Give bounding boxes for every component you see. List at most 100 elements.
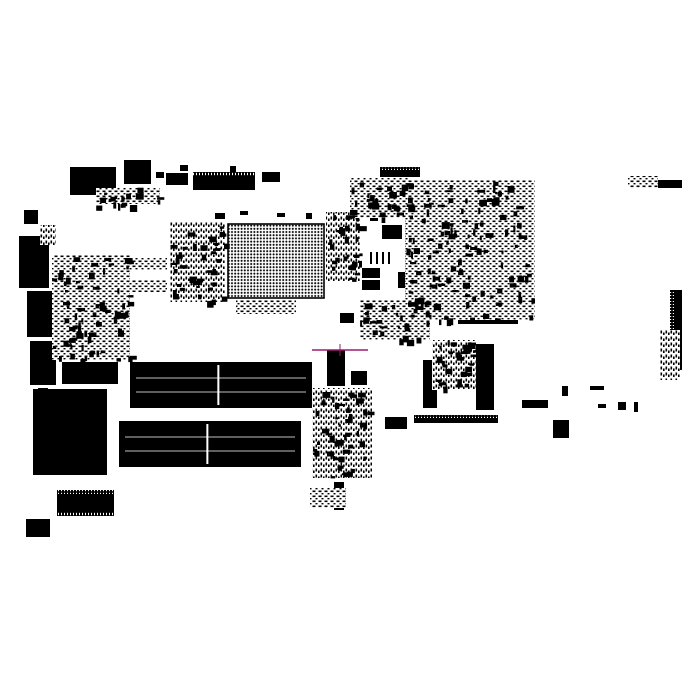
smd-part-r1-70 [416, 271, 422, 276]
smd-part-r5-15 [363, 320, 370, 324]
smd-part-r6-7 [448, 351, 454, 355]
smd-part-r0-45 [76, 331, 82, 337]
ic-small-14 [26, 519, 50, 537]
smd-part-r8-5 [126, 193, 131, 200]
smd-part-r1-119 [485, 233, 493, 237]
smd-part-r2-11 [343, 256, 348, 261]
cpu-bga-package [228, 224, 324, 298]
smd-part-r3-31 [200, 245, 208, 251]
smd-part-r7-5 [381, 217, 386, 223]
smd-part-r4-39 [359, 422, 368, 428]
smd-part-r4-43 [339, 465, 344, 469]
smd-part-r1-112 [466, 302, 470, 309]
cluster-smd-strip-2 [127, 280, 167, 292]
smd-part-r7-3 [401, 184, 409, 192]
smd-part-r5-16 [408, 302, 416, 307]
smd-part-r4-32 [337, 465, 341, 470]
smd-part-r1-99 [409, 215, 413, 220]
smd-part-r1-109 [408, 291, 414, 294]
smd-part-r4-30 [314, 450, 320, 457]
smd-part-r1-45 [410, 251, 413, 259]
smd-part-r1-117 [424, 190, 430, 195]
ic-small-2 [522, 400, 548, 408]
small-component-6 [215, 213, 225, 219]
smd-part-r4-41 [357, 399, 360, 406]
smd-part-r4-1 [315, 411, 320, 417]
smd-part-r8-1 [108, 198, 116, 202]
smd-part-r1-68 [427, 238, 434, 241]
smd-part-r8-7 [129, 205, 138, 212]
smd-part-r1-111 [433, 303, 441, 311]
smd-part-r0-34 [64, 281, 67, 287]
small-component-7 [240, 211, 248, 215]
ic-small-8 [362, 280, 380, 290]
smd-part-r0-11 [58, 274, 64, 281]
ic-u2 [124, 160, 151, 184]
smd-part-r1-25 [493, 197, 500, 204]
smd-part-r1-116 [424, 301, 428, 308]
smd-part-r0-55 [100, 350, 106, 354]
smd-part-r0-18 [87, 336, 92, 344]
smd-part-r1-81 [474, 223, 479, 230]
smd-part-r1-24 [452, 290, 459, 293]
smd-part-r1-71 [449, 223, 454, 227]
connector-left-strip [62, 362, 118, 384]
smd-part-r5-5 [416, 337, 422, 344]
smd-part-r1-91 [478, 207, 481, 214]
smd-part-r1-9 [437, 204, 445, 208]
smd-part-r8-15 [118, 204, 121, 211]
smd-part-r1-56 [414, 298, 423, 304]
connector-top-1-pins [193, 172, 255, 176]
smd-part-r6-12 [451, 342, 457, 347]
smd-part-r2-29 [347, 215, 355, 219]
smd-part-r1-97 [486, 198, 493, 202]
connector-top-2 [380, 167, 420, 177]
smd-part-r6-22 [467, 342, 476, 349]
cluster-left-top [40, 225, 56, 245]
smd-part-r0-37 [59, 270, 64, 277]
smd-part-r1-64 [410, 262, 417, 265]
smd-part-r3-14 [209, 236, 217, 243]
small-component-0 [562, 386, 568, 396]
smd-part-r2-19 [332, 260, 338, 265]
smd-part-r0-6 [77, 307, 86, 312]
cluster-pch-area [405, 180, 535, 320]
ic-small-6 [340, 313, 354, 323]
smd-part-r0-33 [129, 355, 137, 360]
smd-part-r1-94 [483, 313, 490, 319]
smd-part-r5-1 [391, 305, 396, 310]
smd-part-r4-17 [330, 476, 336, 479]
smd-part-r0-24 [126, 265, 129, 270]
smd-part-r0-7 [66, 306, 70, 309]
small-component-10 [180, 165, 188, 171]
smd-part-r1-47 [516, 205, 525, 210]
connector-mid-bottom-pins [414, 415, 498, 418]
smd-part-r0-69 [104, 257, 112, 262]
smd-part-r0-20 [113, 319, 118, 324]
smd-part-r6-9 [469, 363, 474, 366]
connector-bottom-left-pins [57, 490, 114, 494]
smd-part-r1-110 [461, 208, 464, 215]
smd-part-r3-23 [211, 251, 216, 255]
smd-part-r5-14 [421, 303, 424, 310]
ic-u3 [166, 173, 188, 185]
smd-part-r1-12 [493, 186, 496, 194]
smd-part-r6-20 [439, 382, 447, 386]
smd-part-r0-27 [95, 304, 100, 309]
smd-part-r0-59 [65, 290, 68, 293]
small-component-12 [156, 172, 164, 178]
smd-part-r1-114 [462, 282, 470, 289]
smd-part-r7-21 [359, 182, 365, 188]
smd-part-r6-5 [436, 356, 443, 363]
smd-part-r1-13 [465, 244, 469, 250]
smd-part-r4-2 [342, 449, 351, 454]
smd-part-r5-13 [410, 314, 415, 318]
smd-part-r2-26 [329, 239, 333, 245]
smd-part-r4-7 [335, 417, 338, 420]
ic-u4 [262, 172, 280, 182]
smd-part-r1-48 [421, 218, 426, 224]
smd-part-r1-2 [476, 248, 482, 255]
smd-part-r0-35 [128, 295, 134, 298]
cap-col-center-3 [388, 252, 390, 264]
